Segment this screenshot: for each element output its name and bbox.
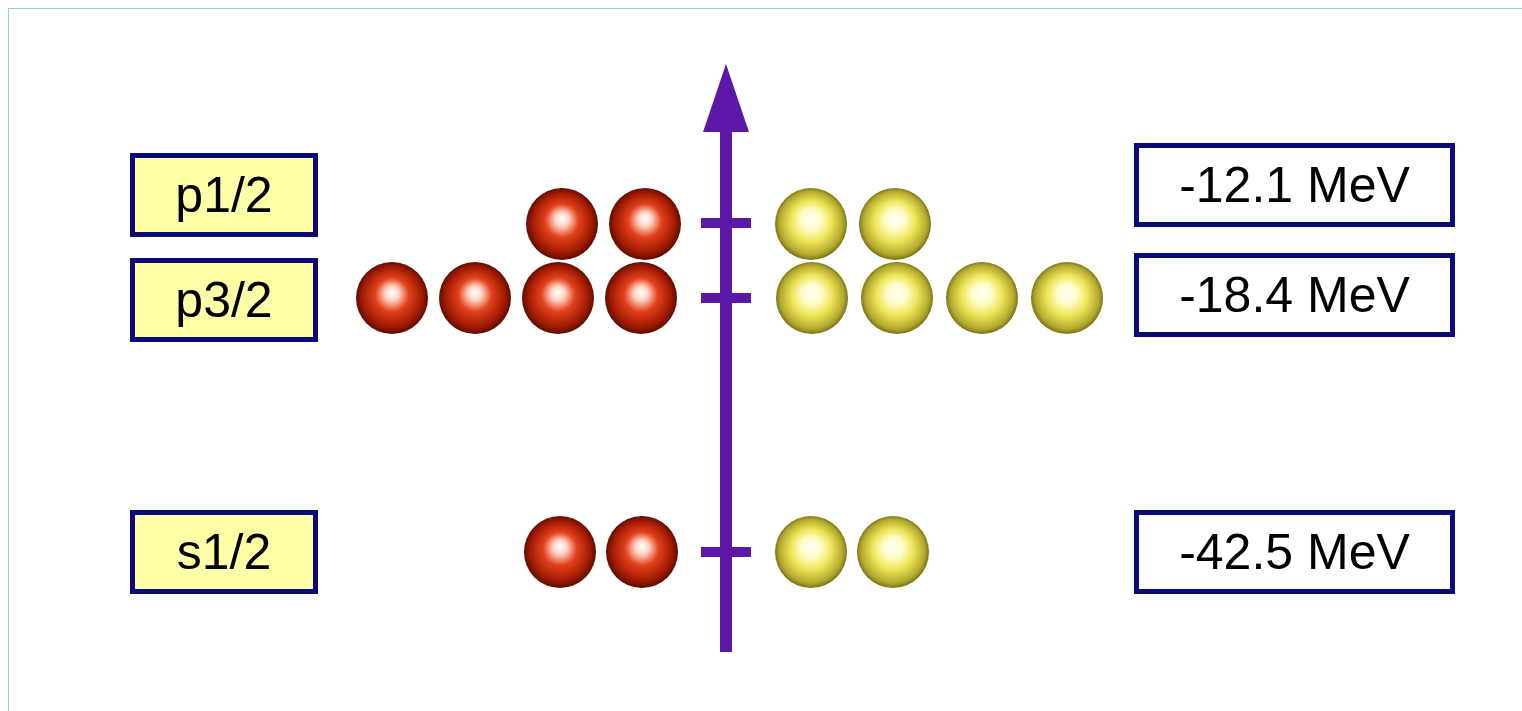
neutron-ball (861, 262, 933, 334)
energy-value: -12.1 MeV (1179, 158, 1410, 213)
neutron-ball (857, 516, 929, 588)
proton-ball (356, 262, 428, 334)
energy-value: -18.4 MeV (1179, 268, 1410, 323)
neutron-ball (775, 516, 847, 588)
energy-axis (720, 120, 732, 652)
orbital-label-box: p1/2 (130, 153, 318, 237)
orbital-label-box: p3/2 (130, 258, 318, 342)
proton-ball (526, 188, 598, 260)
neutron-ball (859, 188, 931, 260)
energy-value-box: -18.4 MeV (1134, 253, 1455, 337)
level-tick (701, 218, 751, 228)
proton-ball (524, 516, 596, 588)
neutron-ball (1031, 262, 1103, 334)
proton-ball (606, 516, 678, 588)
energy-value-box: -12.1 MeV (1134, 143, 1455, 227)
neutron-ball (776, 262, 848, 334)
level-tick (701, 547, 751, 557)
frame (9, 9, 1522, 711)
orbital-label: s1/2 (177, 525, 272, 580)
energy-value-box: -42.5 MeV (1134, 510, 1455, 594)
proton-ball (522, 262, 594, 334)
orbital-label-box: s1/2 (130, 510, 318, 594)
proton-ball (439, 262, 511, 334)
proton-ball (605, 262, 677, 334)
proton-ball (609, 188, 681, 260)
orbital-label: p1/2 (175, 168, 272, 223)
neutron-ball (946, 262, 1018, 334)
level-tick (701, 293, 751, 303)
energy-value: -42.5 MeV (1179, 525, 1410, 580)
orbital-label: p3/2 (175, 273, 272, 328)
axis-arrowhead (703, 64, 749, 132)
neutron-ball (775, 188, 847, 260)
